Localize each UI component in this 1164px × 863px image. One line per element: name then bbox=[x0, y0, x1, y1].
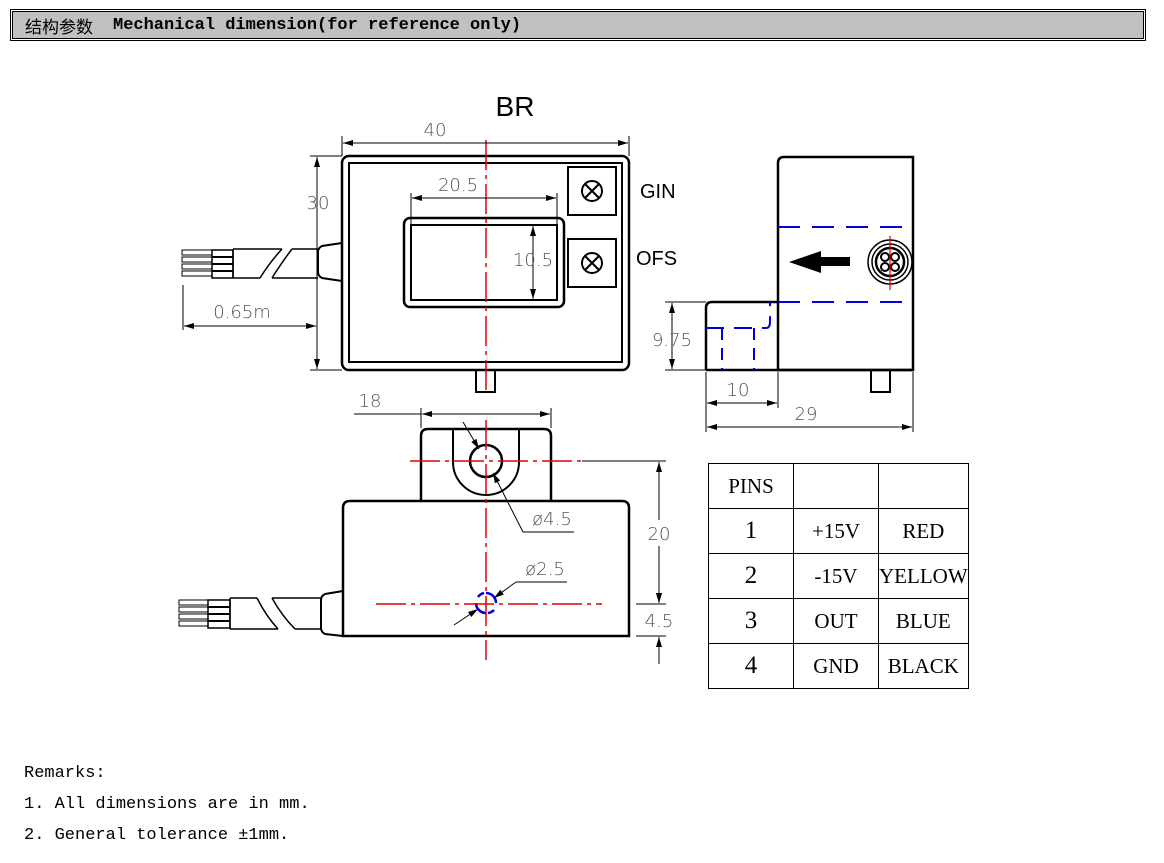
dim-side-total-width: 29 bbox=[795, 404, 818, 425]
section-header: 结构参数 Mechanical dimension(for reference … bbox=[10, 9, 1146, 41]
side-view: 9.75 10 29 bbox=[652, 155, 915, 432]
remarks: Remarks: 1. All dimensions are in mm. 2.… bbox=[24, 758, 310, 851]
pin-color: BLACK bbox=[878, 643, 969, 689]
header-title-cn: 结构参数 bbox=[25, 17, 93, 38]
window-outer bbox=[402, 216, 566, 309]
gin-label: GIN bbox=[640, 181, 676, 203]
pin-signal: OUT bbox=[793, 598, 879, 644]
dim-hole-spacing: 20 bbox=[648, 524, 671, 545]
section-header-inner: 结构参数 Mechanical dimension(for reference … bbox=[12, 11, 1144, 39]
remarks-title: Remarks: bbox=[24, 764, 106, 783]
bottom-body bbox=[341, 499, 631, 638]
header-title-en: Mechanical dimension(for reference only) bbox=[113, 15, 522, 35]
ofs-label: OFS bbox=[636, 248, 677, 270]
bottom-view: 18 ø4.5 ø2.5 20 4.5 bbox=[178, 391, 674, 664]
window-inner bbox=[410, 224, 558, 301]
dim-width: 40 bbox=[424, 120, 447, 141]
remark-item: 1. All dimensions are in mm. bbox=[24, 795, 310, 814]
dim-center-hole: ø2.5 bbox=[525, 559, 565, 580]
gin-pot-box bbox=[567, 166, 617, 216]
pins-table: PINS 1 +15V RED 2 -15V YELLOW 3 OUT BLUE… bbox=[708, 463, 969, 689]
dim-hole-offset: 4.5 bbox=[645, 611, 674, 632]
pin-signal: GND bbox=[793, 643, 879, 689]
side-base bbox=[704, 300, 778, 370]
table-row: 1 +15V RED bbox=[708, 508, 969, 554]
table-header-cell: PINS bbox=[708, 463, 794, 509]
ofs-pot-icon bbox=[581, 252, 603, 274]
pin-color: BLUE bbox=[878, 598, 969, 644]
mount-tab-slot bbox=[452, 429, 520, 496]
table-row: 2 -15V YELLOW bbox=[708, 553, 969, 599]
pin-number: 4 bbox=[708, 643, 794, 689]
side-body bbox=[776, 155, 915, 372]
remark-item: 2. General tolerance ±1mm. bbox=[24, 826, 290, 845]
pin-number: 3 bbox=[708, 598, 794, 644]
hidden-line-base bbox=[706, 302, 771, 329]
front-cable bbox=[181, 242, 343, 282]
pin-number: 2 bbox=[708, 553, 794, 599]
arrow-icon bbox=[789, 251, 850, 273]
bottom-cable bbox=[178, 590, 344, 637]
ofs-pot-box bbox=[567, 238, 617, 288]
table-row: 4 GND BLACK bbox=[708, 643, 969, 689]
pin-color: YELLOW bbox=[878, 553, 969, 599]
pin-number: 1 bbox=[708, 508, 794, 554]
model-title: BR bbox=[496, 91, 535, 122]
table-header-cell bbox=[793, 463, 879, 509]
table-header-cell bbox=[878, 463, 969, 509]
dim-cable-length: 0.65m bbox=[213, 302, 271, 323]
side-stub bbox=[870, 369, 891, 393]
pin-signal: +15V bbox=[793, 508, 879, 554]
dim-height: 30 bbox=[307, 193, 330, 214]
dim-side-base-width: 10 bbox=[727, 380, 750, 401]
dim-window-height: 10.5 bbox=[513, 250, 553, 271]
dim-window-width: 20.5 bbox=[438, 175, 478, 196]
gin-pot-icon bbox=[581, 180, 603, 202]
table-row: 3 OUT BLUE bbox=[708, 598, 969, 644]
table-row: PINS bbox=[708, 463, 969, 509]
dim-side-base-height: 9.75 bbox=[652, 330, 692, 351]
pin-color: RED bbox=[878, 508, 969, 554]
dim-mount-hole: ø4.5 bbox=[532, 509, 572, 530]
connector-icon bbox=[867, 236, 913, 290]
front-view: GIN OFS bbox=[181, 120, 677, 395]
pin-signal: -15V bbox=[793, 553, 879, 599]
dim-tab-width: 18 bbox=[359, 391, 382, 412]
